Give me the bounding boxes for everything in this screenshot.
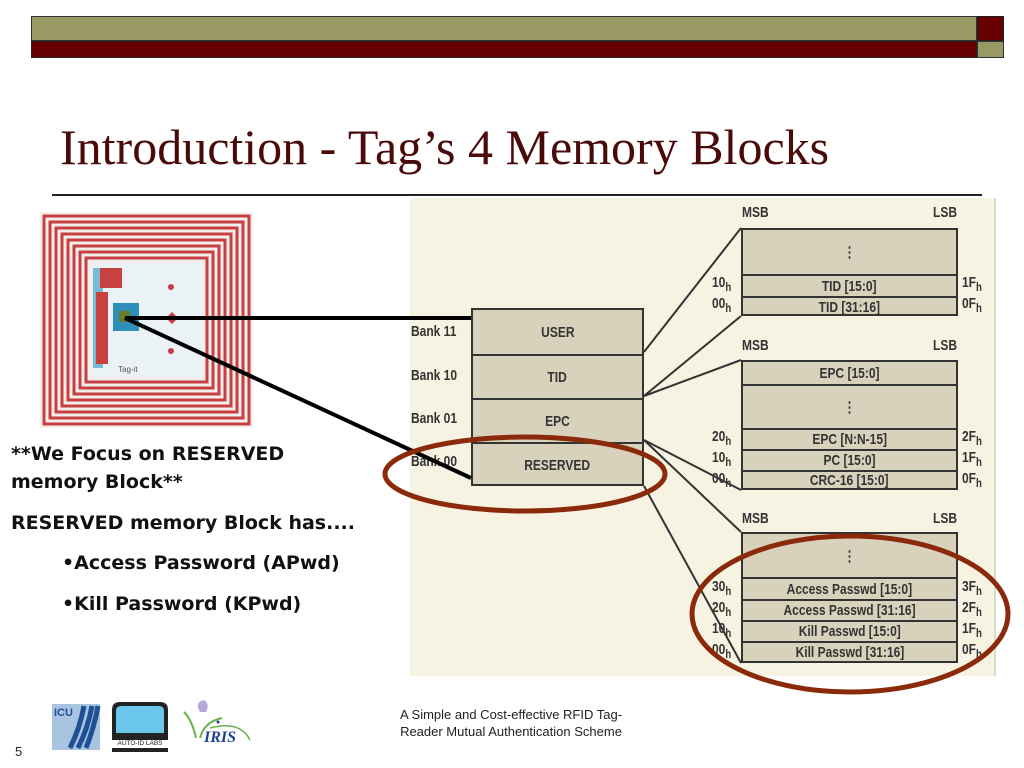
slide-title: Introduction - Tag’s 4 Memory Blocks [60, 119, 830, 175]
reserved-row: Access Passwd [31:16] [743, 599, 956, 620]
header-corner-olive [977, 41, 1004, 58]
focus-note-line2: memory Block** [11, 471, 183, 493]
header-bar-olive [31, 16, 977, 41]
reserved-left-addr: 10h [712, 620, 732, 640]
epc-left-addr: 20h [712, 428, 732, 448]
bank-label-00: Bank 00 [411, 453, 458, 470]
epc-row: CRC-16 [15:0] [743, 470, 956, 489]
title-divider [52, 194, 982, 196]
reserved-msb-label: MSB [742, 510, 769, 527]
bank-reserved: RESERVED [473, 442, 642, 486]
epc-memory-block: EPC [15:0] ⋮ EPC [N:N-15] PC [15:0] CRC-… [741, 360, 958, 490]
footer-line2: Reader Mutual Authentication Scheme [400, 724, 622, 739]
epc-msb-label: MSB [742, 337, 769, 354]
epc-right-addr: 2Fh [962, 428, 982, 448]
bank-tid: TID [473, 354, 642, 398]
reserved-ellipsis: ⋮ [843, 547, 856, 565]
page-number: 5 [15, 744, 23, 759]
tid-memory-block: ⋮ TID [15:0] TID [31:16] [741, 228, 958, 316]
epc-row: EPC [N:N-15] [743, 428, 956, 449]
epc-ellipsis: ⋮ [743, 384, 956, 428]
tid-row: TID [31:16] [743, 296, 956, 316]
reserved-left-addr: 20h [712, 599, 732, 619]
epc-row: PC [15:0] [743, 449, 956, 470]
epc-lsb-label: LSB [933, 337, 957, 354]
reserved-right-addr: 0Fh [962, 641, 982, 661]
tid-ellipsis: ⋮ [843, 244, 856, 261]
tid-lsb-label: LSB [933, 204, 957, 221]
bank-user: USER [540, 323, 575, 341]
epc-right-addr: 0Fh [962, 470, 982, 490]
reserved-has-line: RESERVED memory Block has.... [11, 512, 355, 534]
bullet-access-password: •Access Password (APwd) [62, 552, 340, 574]
header-bar-maroon [31, 41, 977, 58]
epc-right-addr: 1Fh [962, 449, 982, 469]
autoid-labs-logo-icon: AUTO-ID LABS [112, 702, 168, 752]
tid-row: TID [15:0] [743, 274, 956, 296]
bank-label-11: Bank 11 [411, 323, 457, 340]
svg-text:Tag-it: Tag-it [118, 365, 138, 374]
svg-text:IRIS: IRIS [203, 729, 236, 746]
reserved-right-addr: 2Fh [962, 599, 982, 619]
rfid-tag-antenna-icon: Tag-it [40, 212, 253, 428]
reserved-lsb-label: LSB [933, 510, 957, 527]
reserved-memory-block: ⋮ Access Passwd [15:0] Access Passwd [31… [741, 532, 958, 663]
memory-banks-block: USER TID EPC RESERVED [471, 308, 644, 486]
footer-line1: A Simple and Cost-effective RFID Tag- [399, 707, 623, 722]
reserved-left-addr: 00h [712, 641, 732, 661]
reserved-left-addr: 30h [712, 578, 732, 598]
bank-label-01: Bank 01 [411, 410, 458, 427]
tid-right-addr: 0Fh [962, 295, 982, 315]
tid-right-addr: 1Fh [962, 274, 982, 294]
reserved-right-addr: 3Fh [962, 578, 982, 598]
reserved-row: Kill Passwd [31:16] [743, 641, 956, 661]
icu-logo-icon: ICU [52, 704, 101, 750]
epc-left-addr: 10h [712, 449, 732, 469]
slide-footer: A Simple and Cost-effective RFID Tag- Re… [360, 706, 662, 740]
epc-left-addr: 00h [712, 470, 732, 490]
header-corner-maroon [977, 16, 1004, 41]
tid-left-addr: 00h [712, 295, 732, 315]
bank-label-10: Bank 10 [411, 367, 458, 384]
iris-logo-icon: IRIS [183, 700, 251, 746]
tid-msb-label: MSB [742, 204, 769, 221]
reserved-row: Access Passwd [15:0] [743, 577, 956, 599]
focus-note-line1: **We Focus on RESERVED [11, 443, 285, 465]
epc-top-row: EPC [15:0] [819, 364, 880, 382]
bank-epc: EPC [473, 398, 642, 442]
svg-text:ICU: ICU [54, 707, 73, 719]
reserved-row: Kill Passwd [15:0] [743, 620, 956, 641]
tid-left-addr: 10h [712, 274, 732, 294]
bullet-kill-password: •Kill Password (KPwd) [62, 593, 302, 615]
reserved-right-addr: 1Fh [962, 620, 982, 640]
svg-text:AUTO-ID LABS: AUTO-ID LABS [117, 740, 163, 747]
